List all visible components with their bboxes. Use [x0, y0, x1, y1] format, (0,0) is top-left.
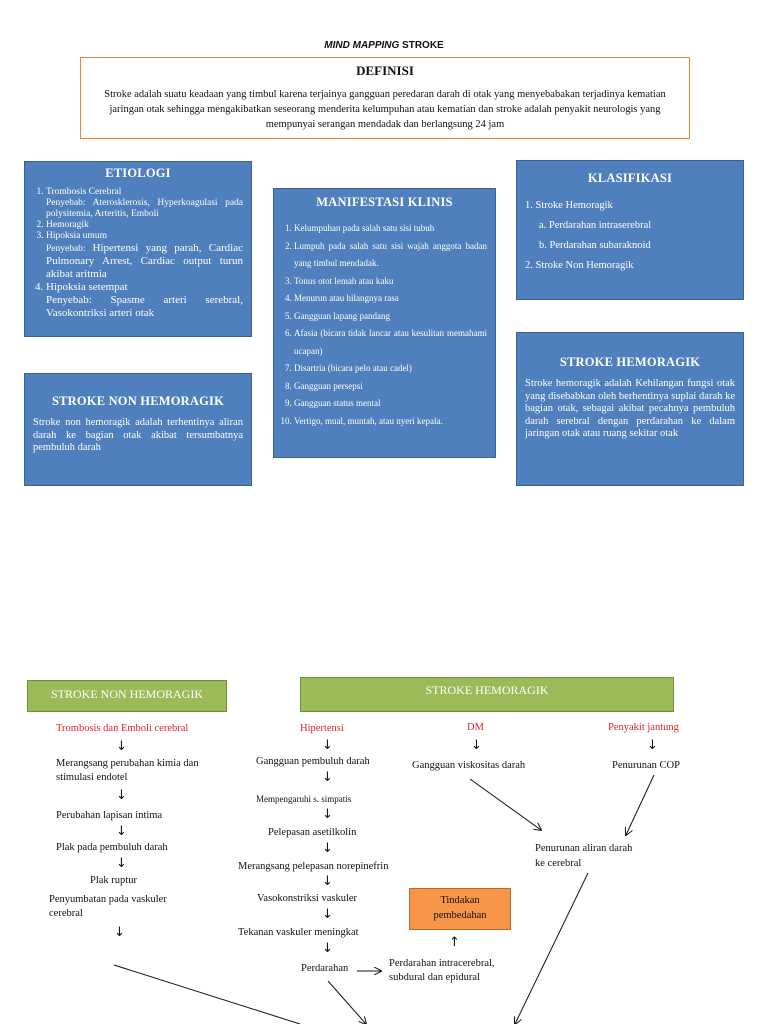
flow-box-hemoragik: STROKE HEMORAGIK: [300, 677, 674, 712]
down-arrow-icon: ↓: [322, 738, 333, 753]
definisi-text: Stroke adalah suatu keadaan yang timbul …: [104, 89, 666, 131]
manifestasi-list: Kelumpuhan pada salah satu sisi tubuh Lu…: [282, 220, 487, 431]
flow-aliran: Penurunan aliran darah: [535, 843, 633, 854]
klasifikasi-subitem: b. Perdarahan subaraknoid: [539, 239, 651, 251]
flow-trombosis: Trombosis dan Emboli cerebral: [56, 723, 189, 734]
list-item: Menurun atau hilangnya rasa: [294, 290, 487, 308]
down-arrow-icon: ↓: [322, 770, 333, 785]
down-arrow-icon: ↓: [322, 941, 333, 956]
down-arrow-icon: ↓: [471, 738, 482, 753]
flow-left-1: Merangsang perubahan kimia dan: [56, 758, 199, 769]
flow-mid-1: Gangguan pembuluh darah: [256, 756, 370, 767]
definisi-box: DEFINISI Stroke adalah suatu keadaan yan…: [80, 57, 690, 139]
snh-text: Stroke non hemoragik adalah terhentinya …: [33, 417, 243, 454]
flow-left-4: Plak ruptur: [90, 875, 137, 886]
list-item: Hemoragik: [46, 220, 243, 231]
list-item: Gangguan status mental: [294, 395, 487, 413]
down-arrow-icon: ↓: [116, 788, 127, 803]
etiologi-heading: ETIOLOGI: [105, 166, 171, 180]
list-item: Tonus otot lemah atau kaku: [294, 273, 487, 291]
flow-mid-6: Tekanan vaskuler meningkat: [238, 927, 359, 938]
flow-perdarahan-intra: Perdarahan intracerebral,: [389, 958, 495, 969]
flow-perdarahan-intra-b: subdural dan epidural: [389, 972, 480, 983]
down-arrow-icon: ↓: [116, 739, 127, 754]
flow-jantung-1: Penurunan COP: [612, 760, 680, 771]
manifestasi-box: MANIFESTASI KLINIS Kelumpuhan pada salah…: [273, 188, 496, 458]
arrow-aliran-down: [515, 872, 589, 1024]
manifestasi-heading: MANIFESTASI KLINIS: [316, 195, 453, 209]
flow-left-2: Perubahan lapisan intima: [56, 810, 163, 821]
flow-dm-1: Gangguan viskositas darah: [412, 760, 526, 771]
tindakan-label-b: pembedahan: [433, 909, 487, 921]
sh-text: Stroke hemoragik adalah Kehilangan fungs…: [525, 378, 735, 440]
list-item: Disartria (bicara pelo atau cadel): [294, 360, 487, 378]
flow-mid-3: Pelepasan asetilkolin: [268, 827, 357, 838]
arrow-perdarahan-down: [327, 980, 366, 1024]
flow-left-5: Penyumbatan pada vaskuler: [49, 894, 167, 905]
flow-mid-5: Vasokonstriksi vaskuler: [257, 893, 358, 904]
down-arrow-icon: ↓: [116, 824, 127, 839]
klasifikasi-box: KLASIFIKASI 1. Stroke Hemoragik a. Perda…: [516, 160, 744, 300]
down-arrow-icon: ↓: [322, 874, 333, 889]
stroke-hemoragik-box: STROKE HEMORAGIK Stroke hemoragik adalah…: [516, 332, 744, 486]
down-arrow-icon: ↓: [114, 925, 125, 940]
list-item: Gangguan persepsi: [294, 378, 487, 396]
klasifikasi-item: 2. Stroke Non Hemoragik: [525, 259, 634, 271]
list-item: Vertigo, mual, muntah, atau nyeri kepala…: [294, 413, 487, 431]
flow-left-1b: stimulasi endotel: [56, 772, 128, 783]
list-item: Lumpuh pada salah satu sisi wajah anggot…: [294, 238, 487, 273]
flow-hipertensi: Hipertensi: [300, 723, 344, 734]
down-arrow-icon: ↓: [116, 856, 127, 871]
down-arrow-icon: ↓: [322, 907, 333, 922]
down-arrow-icon: ↓: [322, 807, 333, 822]
stroke-non-hemoragik-box: STROKE NON HEMORAGIK Stroke non hemoragi…: [24, 373, 252, 486]
list-item: Gangguan lapang pandang: [294, 308, 487, 326]
list-item: Afasia (bicara tidak lancar atau kesulit…: [294, 325, 487, 360]
list-item: Kelumpuhan pada salah satu sisi tubuh: [294, 220, 487, 238]
down-arrow-icon: ↓: [647, 738, 658, 753]
arrow-dm-to-aliran: [469, 778, 541, 830]
flow-box-non-hemoragik: STROKE NON HEMORAGIK: [27, 680, 227, 712]
flow-mid-2: Mempengaruhi s. simpatis: [256, 794, 352, 804]
arrow-jantung-to-aliran: [626, 774, 655, 835]
definisi-heading: DEFINISI: [356, 63, 414, 78]
flow-aliran-b: ke cerebral: [535, 858, 582, 869]
flow-penyakit-jantung: Penyakit jantung: [608, 722, 679, 733]
flow-mid-7: Perdarahan: [301, 963, 349, 974]
tindakan-pembedahan-box: Tindakan pembedahan: [409, 888, 511, 930]
tindakan-label: Tindakan: [440, 895, 480, 906]
up-arrow-icon: ↑: [449, 935, 460, 950]
flow-mid-4: Merangsang pelepasan norepinefrin: [238, 861, 389, 872]
title-plain: STROKE: [402, 40, 444, 51]
klasifikasi-item: 1. Stroke Hemoragik: [525, 200, 613, 211]
flow-dm: DM: [467, 722, 484, 733]
page-title: MIND MAPPING STROKE: [0, 40, 768, 51]
klasifikasi-subitem: a. Perdarahan intraserebral: [539, 219, 652, 231]
flow-left-5b: cerebral: [49, 908, 83, 919]
flow-left-3: Plak pada pembuluh darah: [56, 842, 168, 853]
snh-heading: STROKE NON HEMORAGIK: [51, 394, 225, 408]
down-arrow-icon: ↓: [322, 841, 333, 856]
klasifikasi-heading: KLASIFIKASI: [587, 171, 673, 185]
line-left-to-bottom: [113, 964, 301, 1024]
title-italic: MIND MAPPING: [324, 40, 400, 51]
sh-heading: STROKE HEMORAGIK: [559, 355, 701, 369]
